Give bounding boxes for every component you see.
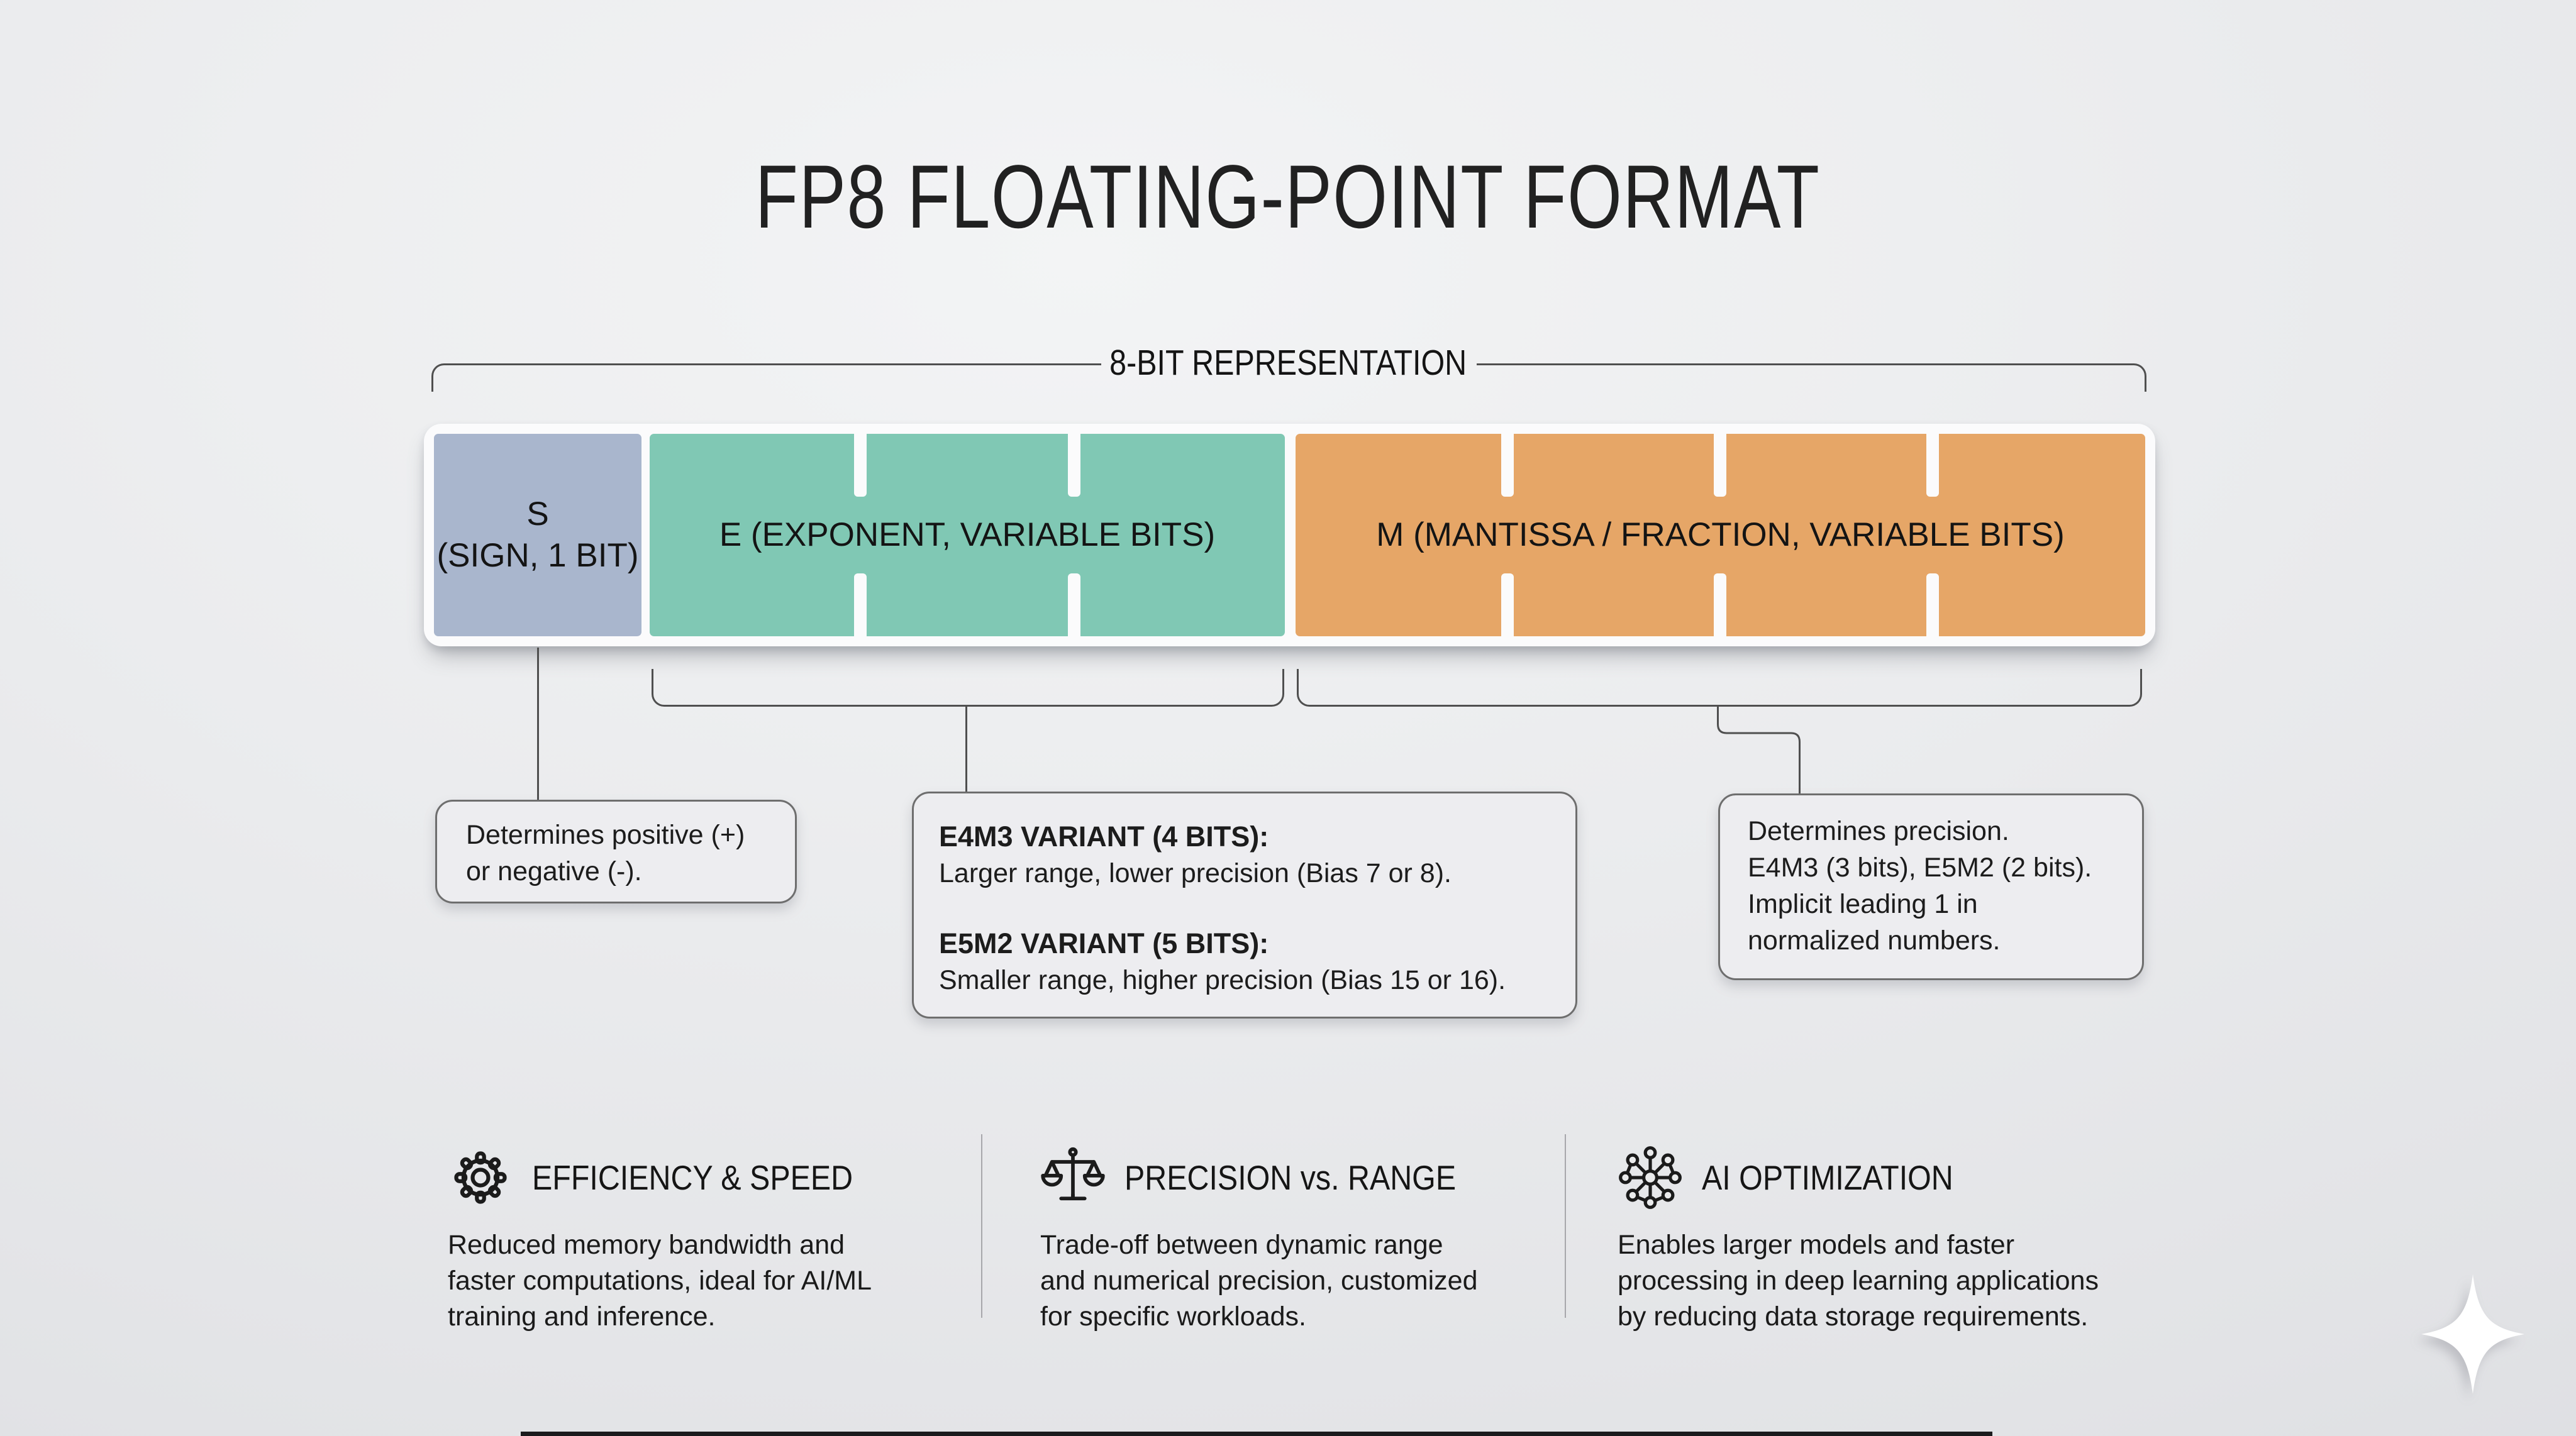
bottom-edge-bar	[521, 1432, 1992, 1436]
sign-bit-label: S (SIGN, 1 BIT)	[436, 495, 639, 574]
sign-bit-box: S (SIGN, 1 BIT)	[434, 434, 641, 636]
e4m3-variant-body: Larger range, lower precision (Bias 7 or…	[939, 858, 1452, 888]
feature-body: Reduced memory bandwidth and faster comp…	[448, 1230, 872, 1332]
mantissa-bracket	[1297, 669, 2142, 707]
mantissa-bits-box: M (MANTISSA / FRACTION, VARIABLE BITS)	[1296, 434, 2145, 636]
balance-scale-icon	[1041, 1147, 1105, 1201]
feature-precision-range: PRECISION vs. RANGE Trade-off between dy…	[1040, 1143, 1556, 1335]
page-title-text: FP8 FLOATING-POINT FORMAT	[755, 147, 1821, 247]
e5m2-variant-title: E5M2 VARIANT (5 BITS):	[939, 927, 1269, 959]
bit-divider-notch	[1926, 573, 1939, 636]
feature-title: PRECISION vs. RANGE	[1124, 1158, 1457, 1197]
sign-callout: Determines positive (+) or negative (-).	[435, 800, 797, 903]
feature-divider	[981, 1134, 982, 1318]
exponent-label: E (EXPONENT, VARIABLE BITS)	[719, 516, 1216, 553]
feature-title: EFFICIENCY & SPEED	[532, 1158, 853, 1197]
bit-divider-notch	[854, 434, 867, 497]
bit-divider-notch	[1926, 434, 1939, 497]
exponent-bracket	[652, 669, 1284, 707]
e4m3-variant-title: E4M3 VARIANT (4 BITS):	[939, 820, 1269, 853]
bit-divider-notch	[1714, 434, 1726, 497]
bit-representation-label: 8-BIT REPRESENTATION	[1109, 343, 1467, 383]
e5m2-variant-body: Smaller range, higher precision (Bias 15…	[939, 965, 1506, 995]
feature-ai-optimization: AI OPTIMIZATION Enables larger models an…	[1618, 1143, 2184, 1335]
exponent-bits-box: E (EXPONENT, VARIABLE BITS)	[650, 434, 1285, 636]
page-title: FP8 FLOATING-POINT FORMAT	[0, 146, 2576, 249]
feature-divider	[1565, 1134, 1566, 1318]
exponent-variants-callout: E4M3 VARIANT (4 BITS): Larger range, low…	[912, 792, 1577, 1019]
feature-body: Enables larger models and faster process…	[1618, 1230, 2099, 1332]
mantissa-callout: Determines precision. E4M3 (3 bits), E5M…	[1718, 793, 2144, 980]
feature-title: AI OPTIMIZATION	[1702, 1158, 1953, 1197]
sparkle-icon	[2421, 1274, 2524, 1394]
exponent-connector-line	[965, 705, 967, 793]
bit-divider-notch	[1068, 434, 1080, 497]
top-bracket-right-line	[1477, 363, 2146, 392]
mantissa-connector-line	[1717, 705, 1801, 797]
top-bracket-left-line	[431, 363, 1101, 392]
sign-connector-line	[537, 648, 539, 801]
bit-divider-notch	[1068, 573, 1080, 636]
feature-body: Trade-off between dynamic range and nume…	[1040, 1230, 1478, 1332]
feature-efficiency-speed: EFFICIENCY & SPEED Reduced memory bandwi…	[448, 1143, 963, 1335]
bit-field-container: S (SIGN, 1 BIT) E (EXPONENT, VARIABLE BI…	[424, 424, 2155, 646]
mantissa-label: M (MANTISSA / FRACTION, VARIABLE BITS)	[1376, 516, 2065, 553]
bit-divider-notch	[1501, 573, 1514, 636]
bit-divider-notch	[1714, 573, 1726, 636]
bit-divider-notch	[854, 573, 867, 636]
bit-divider-notch	[1501, 434, 1514, 497]
neural-network-icon	[1619, 1146, 1682, 1209]
gear-icon	[454, 1151, 507, 1204]
